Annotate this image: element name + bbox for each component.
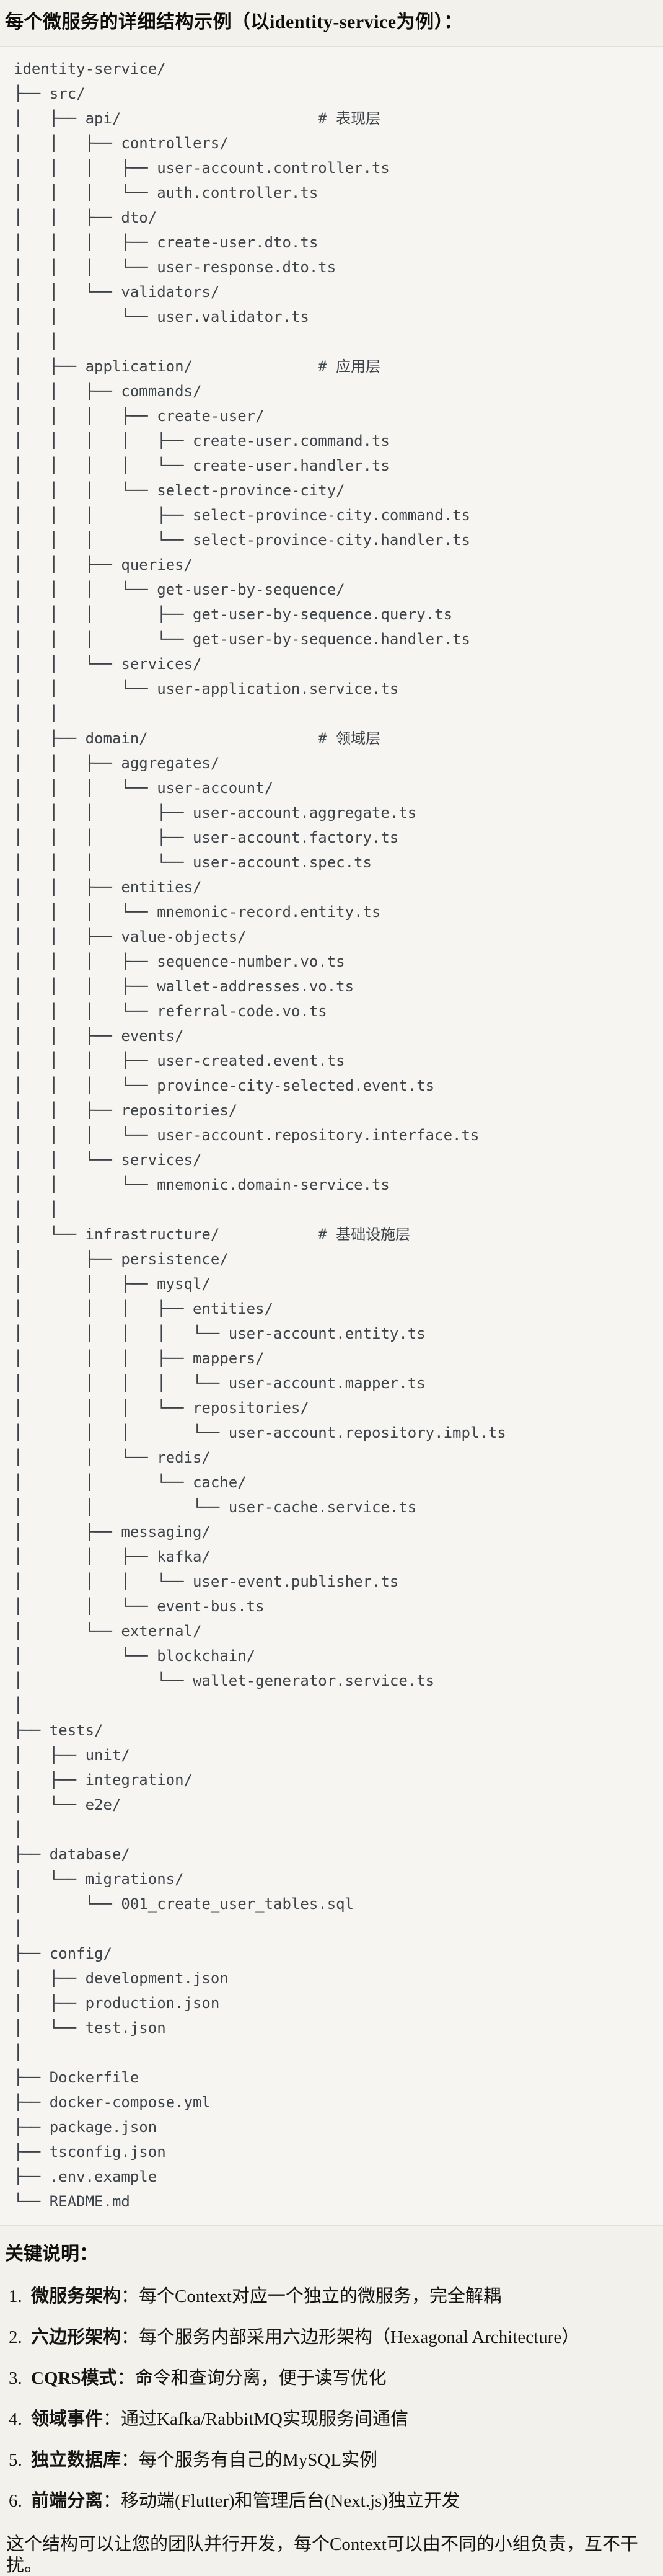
note-text: ：每个服务内部采用六边形架构（Hexagonal Architecture） xyxy=(121,2327,580,2347)
note-item: 4. 领域事件：通过Kafka/RabbitMQ实现服务间通信 xyxy=(9,2409,658,2430)
note-item: 1. 微服务架构：每个Context对应一个独立的微服务，完全解耦 xyxy=(9,2286,658,2307)
note-label: 前端分离 xyxy=(31,2491,103,2511)
closing-paragraph: 这个结构可以让您的团队并行开发，每个Context可以由不同的小组负责，互不干扰… xyxy=(6,2534,638,2575)
note-text: ：命令和查询分离，便于读写优化 xyxy=(116,2368,387,2388)
note-item: 5. 独立数据库：每个服务有自己的MySQL实例 xyxy=(9,2450,658,2471)
note-label: 六边形架构 xyxy=(31,2327,121,2347)
note-label: 微服务架构 xyxy=(31,2286,121,2306)
notes-section: 关键说明： 1. 微服务架构：每个Context对应一个独立的微服务，完全解耦 2… xyxy=(0,2242,663,2576)
note-number: 1. xyxy=(9,2286,22,2306)
file-tree: identity-service/ ├── src/ │ ├── api/ # … xyxy=(14,60,506,2210)
note-label: 独立数据库 xyxy=(31,2450,121,2470)
note-text: ：每个Context对应一个独立的微服务，完全解耦 xyxy=(121,2286,501,2306)
note-item: 3. CQRS模式：命令和查询分离，便于读写优化 xyxy=(9,2368,658,2389)
note-number: 6. xyxy=(9,2491,22,2511)
notes-heading: 关键说明： xyxy=(5,2244,98,2264)
note-number: 5. xyxy=(9,2450,22,2470)
note-text: ：移动端(Flutter)和管理后台(Next.js)独立开发 xyxy=(103,2491,460,2511)
note-number: 4. xyxy=(9,2409,22,2429)
note-text: ：通过Kafka/RabbitMQ实现服务间通信 xyxy=(103,2409,408,2429)
code-block: identity-service/ ├── src/ │ ├── api/ # … xyxy=(0,46,663,2226)
note-item: 2. 六边形架构：每个服务内部采用六边形架构（Hexagonal Architec… xyxy=(9,2327,658,2348)
note-label: CQRS模式 xyxy=(31,2368,117,2388)
page-title: 每个微服务的详细结构示例（以identity-service为例）： xyxy=(5,12,463,32)
note-text: ：每个服务有自己的MySQL实例 xyxy=(121,2450,378,2470)
note-number: 2. xyxy=(9,2327,22,2347)
note-label: 领域事件 xyxy=(31,2409,103,2429)
note-item: 6. 前端分离：移动端(Flutter)和管理后台(Next.js)独立开发 xyxy=(9,2490,658,2512)
note-number: 3. xyxy=(9,2368,22,2388)
